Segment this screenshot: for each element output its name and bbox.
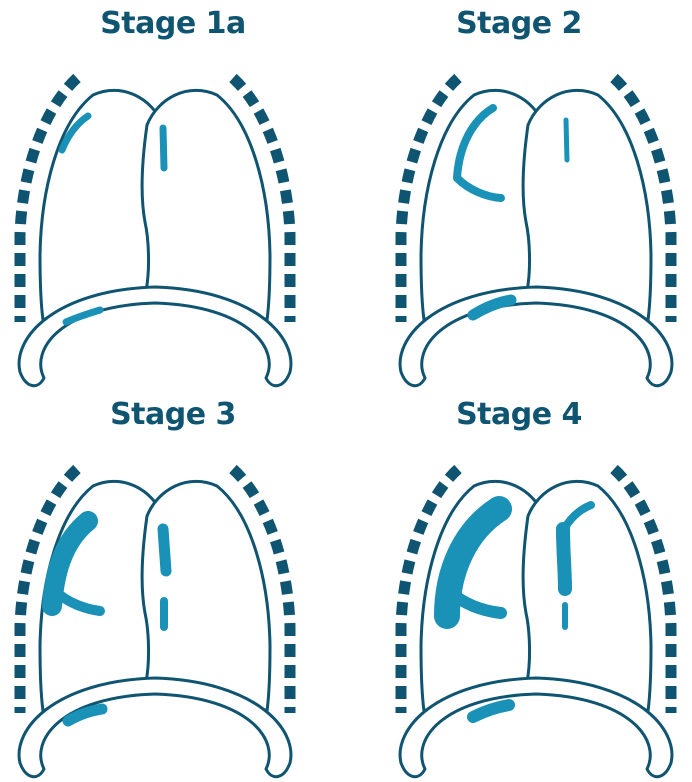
mediastinal-pleura-lesion — [566, 120, 567, 160]
pleural-cavity-diagram — [346, 0, 692, 391]
pleural-cavity-diagram — [0, 391, 346, 782]
thorax-figure — [400, 469, 672, 777]
thorax-figure — [19, 469, 291, 777]
stage-3-panel: Stage 3 — [0, 391, 346, 782]
pleural-cavity-diagram — [346, 391, 692, 782]
right-lung — [523, 90, 651, 320]
mediastinal-pleura-lesion — [563, 529, 565, 589]
right-lung — [142, 90, 270, 320]
thorax-figure — [19, 78, 291, 386]
diaphragmatic-pleura-lesion — [473, 705, 509, 717]
mediastinal-pleura-lesion — [163, 529, 166, 571]
pleural-cavity-diagram — [0, 0, 346, 391]
right-lung — [142, 481, 270, 711]
mediastinal-pleura-lesion — [163, 128, 164, 168]
stage-1a-panel: Stage 1a — [0, 0, 346, 391]
stage-4-panel: Stage 4 — [346, 391, 692, 782]
stage-2-panel: Stage 2 — [346, 0, 692, 391]
thorax-figure — [400, 78, 672, 386]
right-lung — [523, 481, 651, 711]
